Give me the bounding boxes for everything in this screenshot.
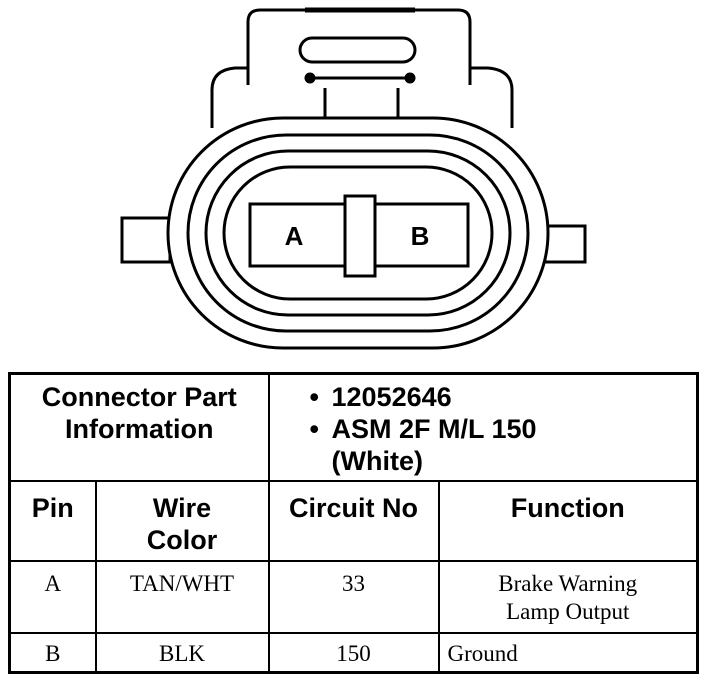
- cell-pin: A: [8, 559, 97, 634]
- cell-wire-color: BLK: [94, 631, 270, 674]
- connector-ear-left: [120, 216, 172, 264]
- cell-function: Ground: [437, 631, 699, 674]
- part-assembly: • ASM 2F M/L 150: [310, 413, 697, 445]
- cell-wire-color: TAN/WHT: [94, 559, 270, 634]
- part-info-values: • 12052646 • ASM 2F M/L 150 (White): [267, 372, 699, 482]
- cell-function-line2: Lamp Output: [506, 598, 630, 624]
- lock-tab-slot: [298, 36, 417, 64]
- bullet: •: [309, 414, 319, 444]
- header-wire-color-line2: Color: [146, 524, 218, 555]
- part-info-label: Connector Part Information: [8, 372, 270, 482]
- header-row: Pin Wire Color Circuit No Function: [8, 479, 699, 562]
- header-wire-color-line1: Wire: [152, 492, 212, 523]
- lock-tab-dot-right: [404, 72, 416, 84]
- pin-label-b: B: [411, 221, 430, 251]
- bullet: •: [309, 382, 319, 412]
- cell-pin: B: [8, 631, 97, 674]
- connector-shell-ring-3: [222, 165, 494, 301]
- lock-tab-dot-left: [304, 72, 316, 84]
- connector-lock-tab: [246, 8, 472, 85]
- connector-shell-ring-1: [186, 133, 530, 333]
- connector-diagram: A B: [120, 7, 587, 350]
- table-row: A TAN/WHT 33 Brake Warning Lamp Output: [8, 559, 699, 634]
- part-color-note-text: (White): [331, 446, 423, 476]
- part-info-row: Connector Part Information • 12052646 • AS…: [8, 372, 699, 482]
- pin-label-a: A: [285, 221, 304, 251]
- cell-function: Brake Warning Lamp Output: [437, 559, 699, 634]
- header-circuit-no: Circuit No: [267, 479, 440, 562]
- header-pin: Pin: [8, 479, 97, 562]
- part-number: • 12052646: [310, 381, 697, 413]
- center-key: [343, 194, 377, 278]
- cell-circuit-no: 150: [267, 631, 440, 674]
- connector-ear-right: [543, 224, 587, 264]
- part-info-label-line2: Information: [65, 414, 214, 444]
- header-function: Function: [437, 479, 699, 562]
- part-info-list: • 12052646 • ASM 2F M/L 150 (White): [310, 381, 697, 477]
- part-number-text: 12052646: [331, 382, 452, 412]
- header-wire-color: Wire Color: [94, 479, 270, 562]
- part-color-note: (White): [310, 445, 697, 477]
- connector-shell-ring-2: [204, 149, 512, 317]
- cell-function-line1: Brake Warning: [498, 570, 638, 596]
- cell-circuit-no: 33: [267, 559, 440, 634]
- table-row: B BLK 150 Ground: [8, 631, 699, 674]
- connector-table: Connector Part Information • 12052646 • AS…: [8, 372, 699, 674]
- part-info-label-line1: Connector Part: [41, 382, 237, 412]
- connector-shoulder: [210, 66, 514, 128]
- part-assembly-text: ASM 2F M/L 150: [331, 414, 537, 444]
